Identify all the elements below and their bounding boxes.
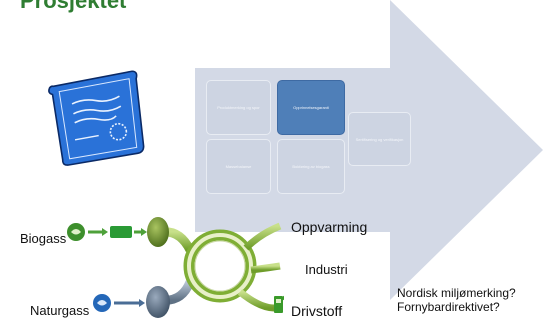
gas-flow-diagram (67, 217, 284, 318)
question-renewable-directive: Fornybardirektivet? (397, 300, 500, 314)
page-title: Prosjektet (20, 0, 127, 13)
box-opprinnelsesgaranti: Opprinnelsesgaranti (277, 80, 345, 135)
fuel-label: Drivstoff (291, 303, 343, 319)
industry-label: Industri (305, 262, 348, 277)
box-produktmerking: Produktmerking og spor (206, 80, 271, 135)
biogas-label: Biogass (20, 231, 67, 246)
question-nordic-ecolabel: Nordisk miljømerking? (397, 286, 516, 300)
heating-label: Oppvarming (291, 219, 368, 235)
box-massebalanse: Massebalanse (206, 139, 271, 194)
box-bokforing: Bokføring av biogass (277, 139, 345, 194)
box-sertifisering: Sertifisering og verifikasjon (348, 112, 411, 166)
certificate-icon (48, 70, 145, 166)
natural-gas-label: Naturgass (30, 303, 90, 318)
